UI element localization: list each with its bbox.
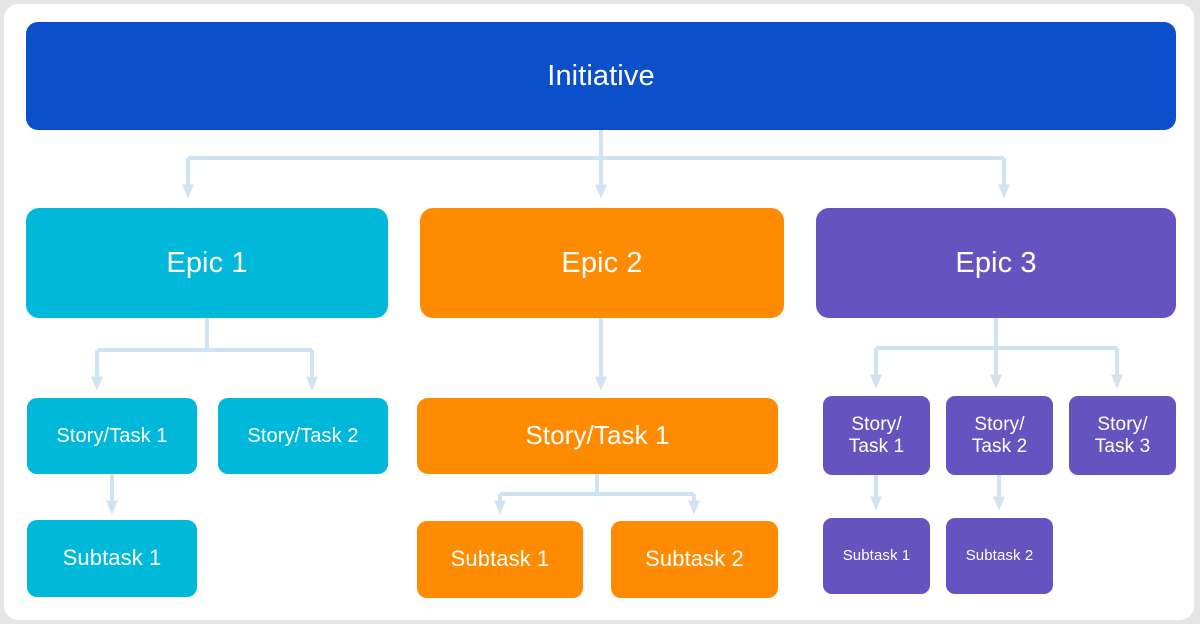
node-epic3-story-3-label: Story/ Task 3 (1094, 414, 1151, 457)
node-epic1-story1-sub1-label: Subtask 1 (62, 545, 162, 571)
node-epic3-story2-sub1-label: Subtask 2 (965, 546, 1034, 564)
node-epic3-story2-sub1[interactable]: Subtask 2 (946, 518, 1053, 594)
node-epic-2[interactable]: Epic 2 (420, 208, 784, 318)
node-epic2-story1-sub2-label: Subtask 2 (645, 546, 744, 572)
node-epic2-story1-sub2[interactable]: Subtask 2 (611, 521, 778, 598)
node-epic3-story-1-label: Story/ Task 1 (848, 414, 905, 457)
node-epic3-story1-sub1-label: Subtask 1 (842, 546, 911, 564)
node-epic1-story-2[interactable]: Story/Task 2 (218, 398, 388, 474)
node-epic-3[interactable]: Epic 3 (816, 208, 1176, 318)
node-epic3-story-1[interactable]: Story/ Task 1 (823, 396, 930, 475)
node-epic1-story-2-label: Story/Task 2 (247, 424, 359, 447)
node-epic3-story-2[interactable]: Story/ Task 2 (946, 396, 1053, 475)
node-epic2-story1-sub1-label: Subtask 1 (450, 546, 550, 572)
node-epic1-story-1[interactable]: Story/Task 1 (27, 398, 197, 474)
node-epic3-story-2-label: Story/ Task 2 (971, 414, 1028, 457)
node-initiative-label: Initiative (547, 59, 655, 92)
node-epic3-story-3[interactable]: Story/ Task 3 (1069, 396, 1176, 475)
node-epic-1-label: Epic 1 (166, 246, 248, 279)
node-epic2-story-1-label: Story/Task 1 (525, 420, 670, 451)
node-initiative[interactable]: Initiative (26, 22, 1176, 130)
node-epic2-story-1[interactable]: Story/Task 1 (417, 398, 778, 474)
node-epic-2-label: Epic 2 (561, 246, 643, 279)
node-epic-3-label: Epic 3 (955, 246, 1037, 279)
node-epic2-story1-sub1[interactable]: Subtask 1 (417, 521, 583, 598)
node-epic1-story-1-label: Story/Task 1 (56, 424, 168, 447)
node-epic3-story1-sub1[interactable]: Subtask 1 (823, 518, 930, 594)
node-epic-1[interactable]: Epic 1 (26, 208, 388, 318)
node-epic1-story1-sub1[interactable]: Subtask 1 (27, 520, 197, 597)
